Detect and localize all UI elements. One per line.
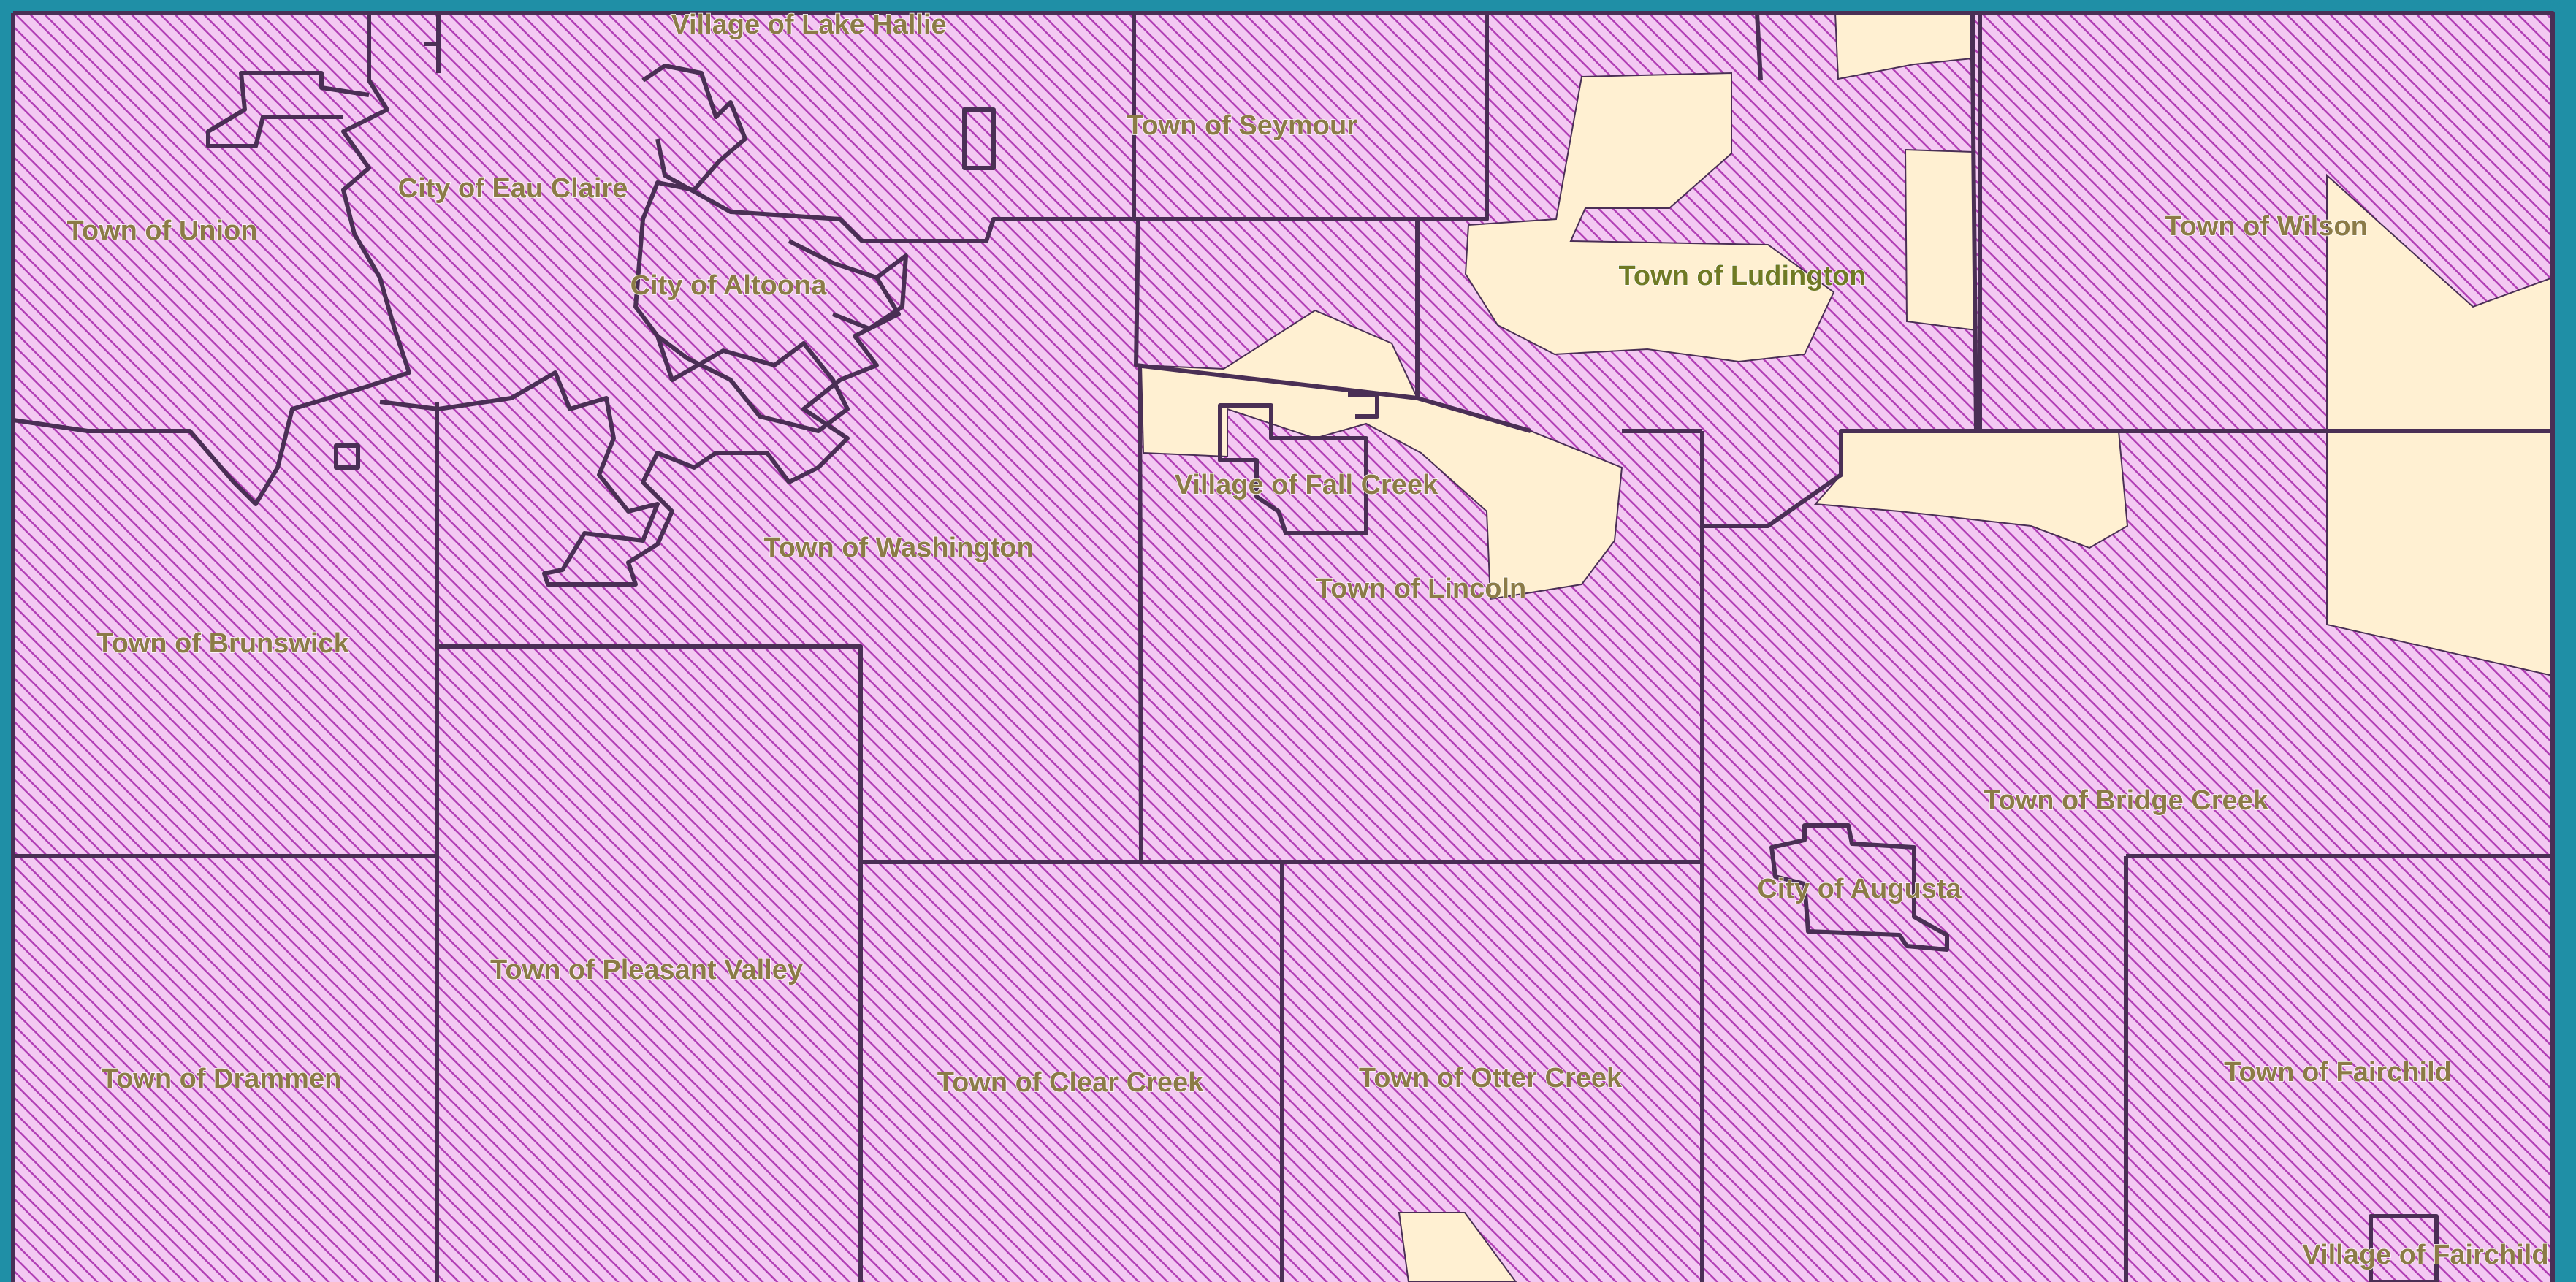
label-town-union: Town of Union bbox=[67, 215, 258, 246]
boundary-seymour-ludington bbox=[1132, 12, 1978, 432]
boundary-altoona-east bbox=[831, 253, 908, 331]
map-border bbox=[11, 11, 2555, 1282]
label-town-wilson: Town of Wilson bbox=[2165, 211, 2368, 242]
label-town-clear-creek: Town of Clear Creek bbox=[937, 1067, 1204, 1098]
unhatched-area-lincoln-central bbox=[1140, 309, 1623, 600]
label-city-augusta: City of Augusta bbox=[1757, 874, 1962, 904]
label-town-drammen: Town of Drammen bbox=[102, 1064, 342, 1094]
boundary-pleasant-valley bbox=[437, 644, 863, 1282]
label-town-otter-creek: Town of Otter Creek bbox=[1359, 1063, 1623, 1094]
boundary-augusta bbox=[1769, 823, 1949, 952]
boundary-eau-claire-union bbox=[12, 13, 411, 506]
unhatched-area-bridge-creek bbox=[1813, 430, 2129, 549]
label-town-washington: Town of Washington bbox=[763, 533, 1033, 563]
boundary-washington-east bbox=[655, 138, 1136, 243]
boundary-row-south bbox=[13, 854, 2553, 864]
label-village-lake-hallie: Village of Lake Hallie bbox=[671, 9, 946, 40]
label-village-fairchild: Village of Fairchild bbox=[2302, 1240, 2548, 1270]
label-town-brunswick: Town of Brunswick bbox=[96, 628, 349, 659]
boundary-fall-creek bbox=[1218, 403, 1368, 535]
label-town-fairchild: Town of Fairchild bbox=[2224, 1057, 2452, 1088]
boundary-lincoln-west bbox=[1138, 365, 1143, 863]
label-village-fall-creek: Village of Fall Creek bbox=[1175, 470, 1438, 500]
boundary-brunswick-parcel bbox=[334, 443, 360, 470]
boundary-fall-creek-p bbox=[1348, 392, 1379, 419]
unhatched-area-east-strip bbox=[1904, 148, 1978, 332]
label-town-pleasant-valley: Town of Pleasant Valley bbox=[490, 955, 803, 985]
label-town-lincoln: Town of Lincoln bbox=[1316, 573, 1526, 604]
boundary-eau-claire-cluster bbox=[206, 13, 901, 587]
unhatched-area-otter-creek-south bbox=[1398, 1212, 1517, 1282]
boundary-bridge-creek-north bbox=[1622, 429, 1980, 528]
unhatched-area-ludington bbox=[1464, 72, 1835, 363]
boundary-city-north-parcel bbox=[962, 107, 996, 170]
label-town-ludington: Town of Ludington bbox=[1618, 261, 1866, 291]
unhatched-areas bbox=[1140, 12, 2553, 1282]
boundary-lines bbox=[11, 11, 2555, 1282]
boundary-village-fairchild bbox=[2369, 1214, 2439, 1282]
label-town-seymour: Town of Seymour bbox=[1127, 110, 1357, 141]
boundary-altoona bbox=[633, 64, 850, 433]
label-city-altoona: City of Altoona bbox=[630, 270, 828, 301]
boundary-lincoln-north bbox=[1134, 218, 1531, 433]
labels: Village of Lake Hallie Town of Union Cit… bbox=[66, 9, 2550, 1271]
label-town-bridge-creek: Town of Bridge Creek bbox=[1984, 785, 2269, 816]
label-city-eau-claire: City of Eau Claire bbox=[398, 173, 628, 204]
